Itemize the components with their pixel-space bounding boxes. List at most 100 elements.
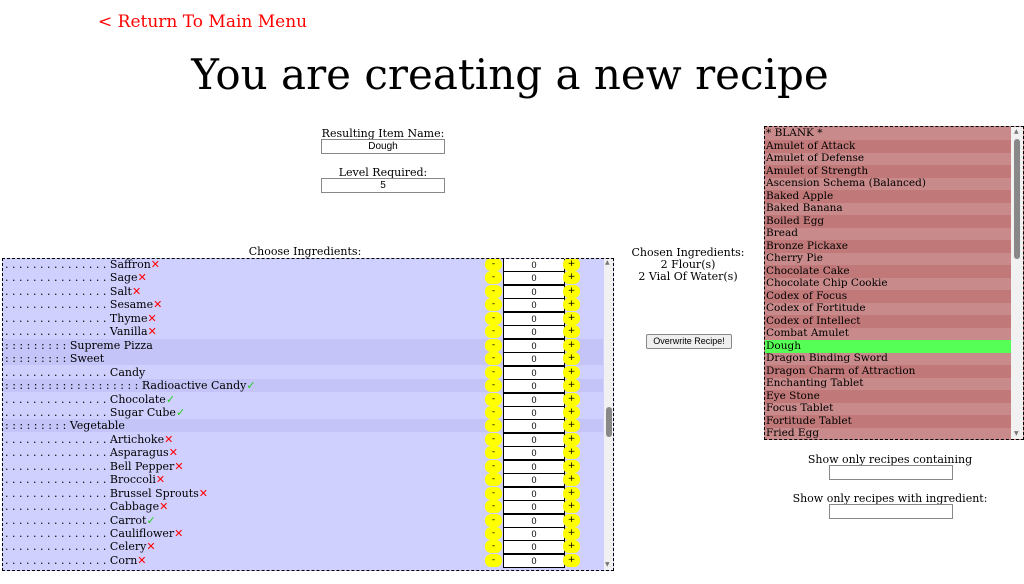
increment-button[interactable]: + xyxy=(563,406,580,419)
increment-button[interactable]: + xyxy=(563,527,580,540)
quantity-input[interactable]: 0 xyxy=(503,419,565,433)
decrement-button[interactable]: - xyxy=(485,312,502,325)
quantity-input[interactable]: 0 xyxy=(503,473,565,487)
item-name-input[interactable]: Dough xyxy=(321,139,445,154)
recipe-list-item[interactable]: Bread xyxy=(766,227,798,239)
recipe-list-item[interactable]: Chocolate Chip Cookie xyxy=(766,277,888,289)
quantity-input[interactable]: 0 xyxy=(503,446,565,460)
overwrite-recipe-button[interactable]: Overwrite Recipe! xyxy=(646,334,732,349)
recipe-list-item[interactable]: Eye Stone xyxy=(765,390,1011,403)
recipe-list-item[interactable]: Enchanting Tablet xyxy=(766,377,864,389)
decrement-button[interactable]: - xyxy=(485,379,502,392)
recipe-list-item[interactable]: Bronze Pickaxe xyxy=(765,240,1011,253)
increment-button[interactable]: + xyxy=(563,487,580,500)
increment-button[interactable]: + xyxy=(563,259,580,271)
recipe-list-item[interactable]: Codex of Intellect xyxy=(765,315,1011,328)
quantity-input[interactable]: 0 xyxy=(503,500,565,514)
decrement-button[interactable]: - xyxy=(485,298,502,311)
recipe-list-item[interactable]: Amulet of Attack xyxy=(765,140,1011,153)
increment-button[interactable]: + xyxy=(563,433,580,446)
decrement-button[interactable]: - xyxy=(485,446,502,459)
increment-button[interactable]: + xyxy=(563,298,580,311)
increment-button[interactable]: + xyxy=(563,460,580,473)
recipe-list-item[interactable]: Ascension Schema (Balanced) xyxy=(766,177,926,189)
ingredients-list[interactable]: . . . . . . . . . . . . . . . Saffron✕-0… xyxy=(2,258,614,571)
decrement-button[interactable]: - xyxy=(485,325,502,338)
recipe-list-scrollbar[interactable]: ▲ ▼ xyxy=(1011,127,1023,439)
increment-button[interactable]: + xyxy=(563,325,580,338)
quantity-input[interactable]: 0 xyxy=(503,352,565,366)
quantity-input[interactable]: 0 xyxy=(503,298,565,312)
recipe-list-item[interactable]: Dragon Binding Sword xyxy=(766,352,888,364)
recipe-list-item[interactable]: Combat Amulet xyxy=(766,327,849,339)
decrement-button[interactable]: - xyxy=(485,339,502,352)
decrement-button[interactable]: - xyxy=(485,473,502,486)
return-to-main-menu-link[interactable]: < Return To Main Menu xyxy=(98,12,308,32)
quantity-input[interactable]: 0 xyxy=(503,312,565,326)
quantity-input[interactable]: 0 xyxy=(503,271,565,285)
quantity-input[interactable]: 0 xyxy=(503,406,565,420)
decrement-button[interactable]: - xyxy=(485,419,502,432)
increment-button[interactable]: + xyxy=(563,285,580,298)
decrement-button[interactable]: - xyxy=(485,285,502,298)
quantity-input[interactable]: 0 xyxy=(503,325,565,339)
quantity-input[interactable]: 0 xyxy=(503,433,565,447)
recipe-list-item[interactable]: Dragon Charm of Attraction xyxy=(765,365,1011,378)
recipe-list-item[interactable]: Focus Tablet xyxy=(766,402,834,414)
decrement-button[interactable]: - xyxy=(485,554,502,567)
increment-button[interactable]: + xyxy=(563,352,580,365)
increment-button[interactable]: + xyxy=(563,312,580,325)
decrement-button[interactable]: - xyxy=(485,460,502,473)
quantity-input[interactable]: 0 xyxy=(503,554,565,568)
increment-button[interactable]: + xyxy=(563,540,580,553)
decrement-button[interactable]: - xyxy=(485,406,502,419)
quantity-input[interactable]: 0 xyxy=(503,527,565,541)
quantity-input[interactable]: 0 xyxy=(503,514,565,528)
quantity-input[interactable]: 0 xyxy=(503,366,565,380)
recipe-list-item[interactable]: Codex of Fortitude xyxy=(766,302,866,314)
recipe-list-item[interactable]: Amulet of Strength xyxy=(765,165,1011,178)
level-required-input[interactable]: 5 xyxy=(321,178,445,193)
recipe-list-item[interactable]: * BLANK * xyxy=(766,127,823,139)
quantity-input[interactable]: 0 xyxy=(503,540,565,554)
decrement-button[interactable]: - xyxy=(485,433,502,446)
recipe-list-item[interactable]: Fried Egg xyxy=(766,427,820,439)
recipe-list-item[interactable]: Baked Apple xyxy=(765,190,1011,203)
increment-button[interactable]: + xyxy=(563,419,580,432)
decrement-button[interactable]: - xyxy=(485,500,502,513)
increment-button[interactable]: + xyxy=(563,473,580,486)
recipe-list-item[interactable]: Cherry Pie xyxy=(766,252,823,264)
increment-button[interactable]: + xyxy=(563,339,580,352)
decrement-button[interactable]: - xyxy=(485,487,502,500)
increment-button[interactable]: + xyxy=(563,366,580,379)
recipe-list-item[interactable]: Fortitude Tablet xyxy=(765,415,1011,428)
increment-button[interactable]: + xyxy=(563,379,580,392)
ingredients-scrollbar[interactable]: ▲ ▼ xyxy=(604,259,613,570)
decrement-button[interactable]: - xyxy=(485,393,502,406)
recipe-list-item[interactable]: Amulet of Defense xyxy=(766,152,865,164)
decrement-button[interactable]: - xyxy=(485,540,502,553)
recipe-list-item[interactable]: Boiled Egg xyxy=(765,215,1011,228)
increment-button[interactable]: + xyxy=(563,393,580,406)
decrement-button[interactable]: - xyxy=(485,259,502,271)
decrement-button[interactable]: - xyxy=(485,271,502,284)
increment-button[interactable]: + xyxy=(563,271,580,284)
decrement-button[interactable]: - xyxy=(485,514,502,527)
increment-button[interactable]: + xyxy=(563,500,580,513)
increment-button[interactable]: + xyxy=(563,554,580,567)
increment-button[interactable]: + xyxy=(563,514,580,527)
recipe-list-item[interactable]: Chocolate Cake xyxy=(765,265,1011,278)
increment-button[interactable]: + xyxy=(563,446,580,459)
quantity-input[interactable]: 0 xyxy=(503,259,565,272)
quantity-input[interactable]: 0 xyxy=(503,285,565,299)
quantity-input[interactable]: 0 xyxy=(503,393,565,407)
quantity-input[interactable]: 0 xyxy=(503,487,565,501)
quantity-input[interactable]: 0 xyxy=(503,460,565,474)
substring-filter-input[interactable] xyxy=(829,465,953,480)
quantity-input[interactable]: 0 xyxy=(503,339,565,353)
recipe-list-item[interactable]: Baked Banana xyxy=(766,202,843,214)
decrement-button[interactable]: - xyxy=(485,352,502,365)
quantity-input[interactable]: 0 xyxy=(503,379,565,393)
recipe-list-item[interactable]: Dough xyxy=(765,340,1011,353)
